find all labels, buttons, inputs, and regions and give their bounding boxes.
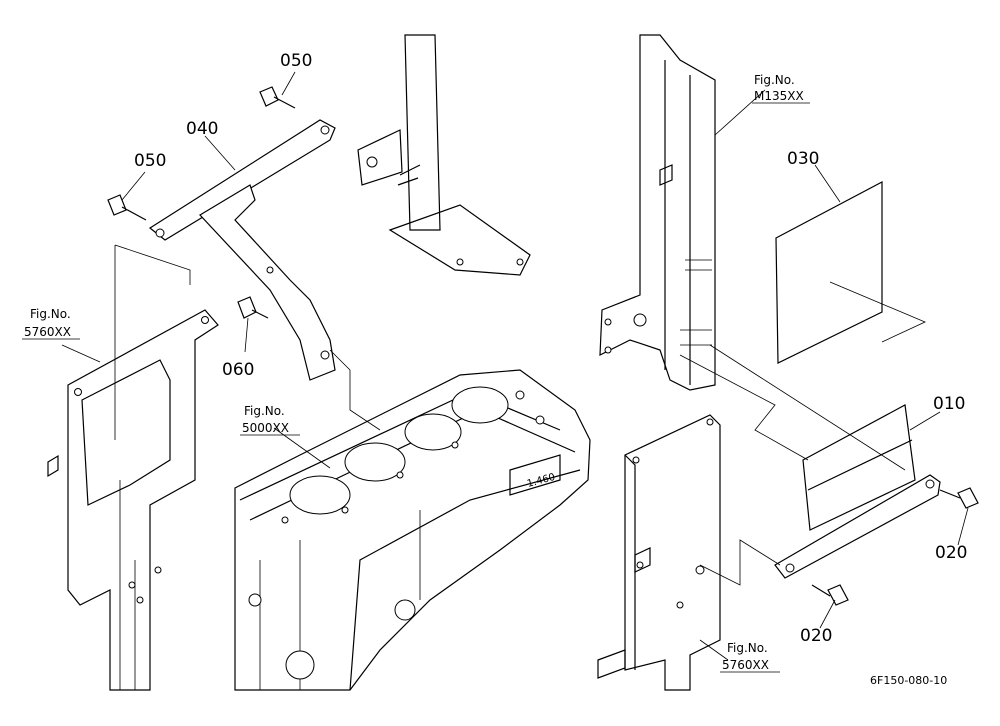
fig-ref-5760-left: Fig.No. 5760XX (22, 307, 80, 340)
bolt-020-bottom (811, 584, 849, 606)
part-label-020-bottom: 020 (800, 626, 832, 646)
part-label-020-right: 020 (935, 543, 967, 563)
svg-text:5000XX: 5000XX (242, 421, 289, 435)
diagram-code: 6F150-080-10 (870, 674, 947, 687)
part-010-cover (774, 404, 941, 579)
svg-text:M135XX: M135XX (754, 89, 804, 103)
part-040-bracket (148, 119, 336, 381)
assembly-guide-lines (114, 244, 926, 586)
svg-text:5760XX: 5760XX (722, 658, 769, 672)
bolt-050-left (107, 194, 147, 221)
part-label-060: 060 (222, 360, 254, 380)
engine-block: 1.460 (234, 369, 591, 691)
svg-text:Fig.No.: Fig.No. (244, 404, 285, 418)
fig-ref-m135: Fig.No. M135XX (752, 73, 810, 104)
svg-text:Fig.No.: Fig.No. (727, 641, 768, 655)
part-label-040: 040 (186, 119, 218, 139)
part-label-050-top: 050 (280, 51, 312, 71)
right-frame (599, 34, 716, 391)
bolt-020-right (939, 487, 979, 509)
leader-lines (61, 71, 969, 661)
svg-text:Fig.No.: Fig.No. (754, 73, 795, 87)
part-030-sheet (775, 181, 883, 364)
right-side-plate (597, 414, 721, 691)
part-label-010: 010 (933, 394, 965, 414)
left-side-plate (47, 309, 219, 691)
svg-text:5760XX: 5760XX (24, 325, 71, 339)
part-label-050-left: 050 (134, 151, 166, 171)
bolt-050-top (259, 86, 296, 109)
part-label-030: 030 (787, 149, 819, 169)
fig-ref-5000: Fig.No. 5000XX (240, 404, 300, 436)
upper-frame-post (357, 34, 531, 276)
svg-text:Fig.No.: Fig.No. (30, 307, 71, 321)
bolt-060 (237, 296, 269, 319)
fig-ref-5760-right: Fig.No. 5760XX (720, 641, 780, 673)
